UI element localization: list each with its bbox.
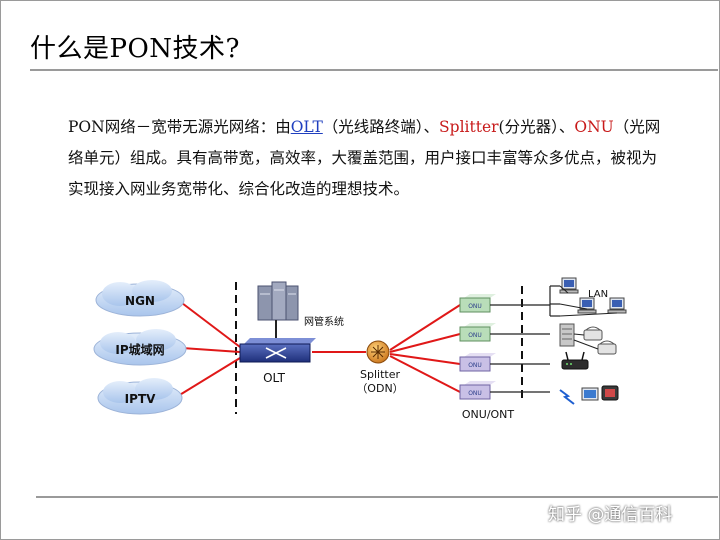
onu-device-4: ONU [459, 381, 496, 400]
pon-network-diagram: NGN IP城域网 IPTV 网管系统 OLT Splitter （ODN） [93, 277, 627, 421]
user-side-links [490, 285, 560, 393]
lan-pc-icon [559, 277, 627, 317]
cloud-iptv: IPTV [97, 378, 183, 415]
olt-link[interactable]: OLT [290, 118, 323, 136]
odn-label: （ODN） [356, 382, 403, 395]
desc-part-1: PON网络－宽带无源光网络：由 [68, 118, 291, 136]
cloud-iptv-label: IPTV [125, 392, 156, 406]
wireless-terminal-icon [559, 385, 619, 405]
onu-device-2: ONU [459, 323, 496, 342]
footer-divider [36, 496, 718, 498]
desc-part-4: （光网络单元）组成。具有高带宽，高效率，大覆盖范围，用户接口丰富等众多优点，被视… [68, 118, 661, 198]
pbx-phone-icon [559, 323, 617, 355]
cloud-ngn: NGN [95, 280, 185, 317]
cloud-ip-metro-label: IP城域网 [115, 342, 164, 357]
title-divider [30, 69, 718, 71]
lan-label: LAN [588, 289, 608, 300]
onu-tag-3: ONU [468, 362, 482, 369]
backbone-fibers [177, 299, 366, 397]
cloud-ip-metro: IP城域网 [93, 329, 187, 366]
onu-tag-4: ONU [468, 390, 482, 397]
pon-description: PON网络－宽带无源光网络：由OLT（光线路终端）、Splitter(分光器）、… [68, 112, 668, 205]
cloud-ngn-label: NGN [125, 294, 155, 308]
splitter-label: Splitter [360, 368, 400, 381]
olt-label: OLT [263, 371, 285, 385]
onu-term: ONU [574, 118, 614, 136]
olt-device-icon [239, 338, 316, 363]
splitter-icon [366, 340, 390, 364]
onu-tag-1: ONU [468, 303, 482, 310]
router-icon [561, 351, 589, 370]
desc-part-2: （光线路终端）、 [322, 118, 440, 136]
distribution-fibers [389, 304, 461, 393]
desc-part-3: (分光器）、 [498, 118, 575, 136]
onu-device-3: ONU [459, 353, 496, 372]
splitter-term: Splitter [439, 118, 499, 136]
watermark: 知乎 @通信百科 [548, 505, 673, 525]
onu-device-1: ONU [459, 294, 496, 313]
onu-tag-2: ONU [468, 332, 482, 339]
onu-ont-label: ONU/ONT [462, 408, 515, 421]
nms-server-icon [257, 281, 299, 344]
nms-label: 网管系统 [304, 315, 344, 328]
slide-title: 什么是PON技术? [30, 34, 240, 64]
